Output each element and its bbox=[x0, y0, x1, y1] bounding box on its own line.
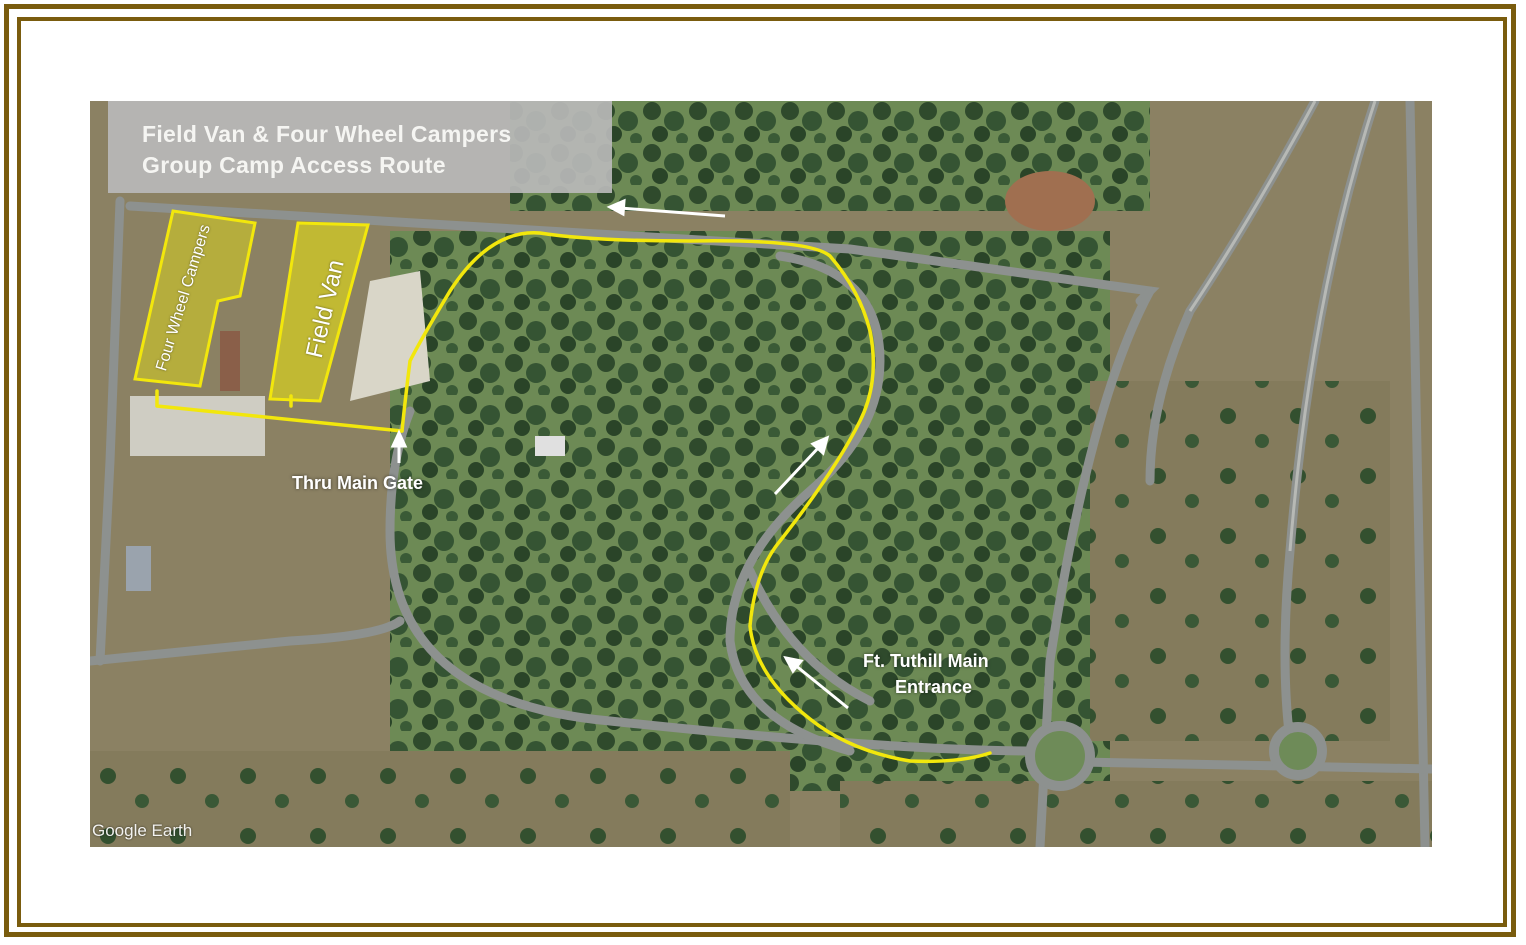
roundabout-west bbox=[1025, 721, 1095, 791]
title-line-1: Field Van & Four Wheel Campers bbox=[142, 121, 512, 147]
satellite-map[interactable]: Field Van & Four Wheel Campers Group Cam… bbox=[90, 101, 1432, 847]
map-graphics bbox=[90, 101, 1432, 847]
label-main-gate: Thru Main Gate bbox=[292, 473, 424, 493]
google-earth-watermark: Google Earth bbox=[92, 821, 193, 840]
woods-south bbox=[90, 751, 790, 847]
building-west bbox=[126, 546, 151, 591]
road-lanes bbox=[1188, 101, 1377, 552]
title-line-2: Group Camp Access Route bbox=[142, 152, 446, 178]
dirt-field bbox=[1005, 171, 1095, 231]
area-field-van bbox=[268, 221, 370, 403]
woods-southeast bbox=[840, 781, 1432, 847]
building bbox=[535, 436, 565, 456]
area-four-wheel-campers bbox=[133, 209, 257, 388]
parking-lot bbox=[130, 396, 265, 456]
forest-area bbox=[390, 231, 1110, 791]
inner-frame bbox=[17, 17, 1507, 927]
access-route bbox=[155, 231, 992, 764]
woods-east bbox=[1090, 381, 1390, 741]
label-entrance-line2: Entrance bbox=[895, 677, 973, 697]
label-entrance-line1: Ft. Tuthill Main bbox=[863, 651, 989, 671]
arrow-icon bbox=[390, 198, 849, 710]
outer-frame bbox=[4, 4, 1516, 937]
title-box: Field Van & Four Wheel Campers Group Cam… bbox=[108, 101, 612, 193]
roundabout-east bbox=[1269, 722, 1327, 780]
